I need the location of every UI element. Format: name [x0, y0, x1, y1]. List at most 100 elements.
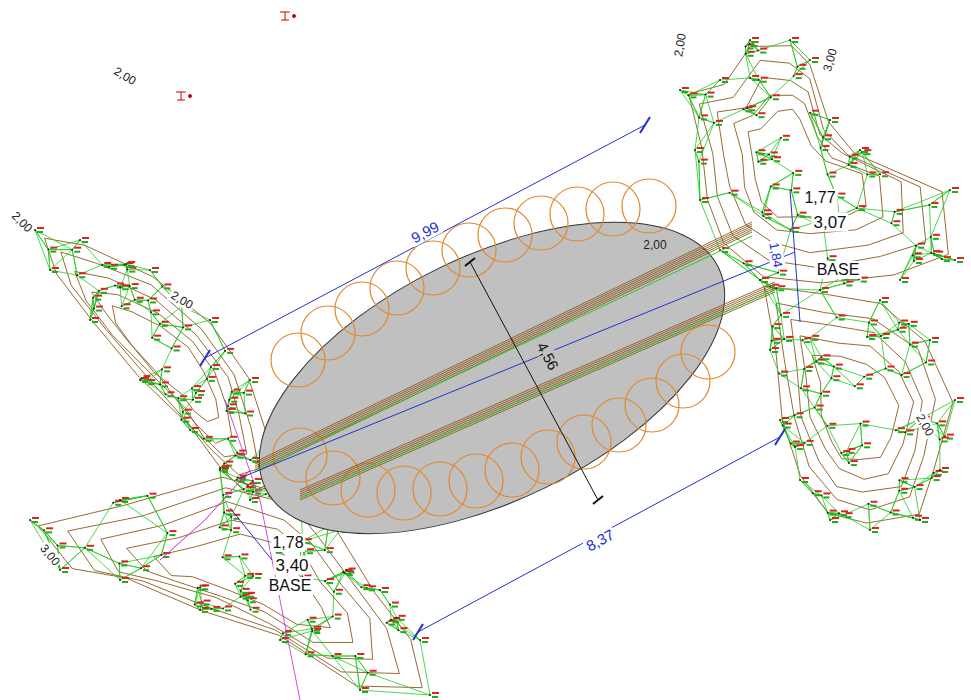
triangulation-line — [60, 548, 85, 570]
triangulation-line — [783, 426, 805, 443]
point-mark — [882, 297, 889, 299]
survey-point — [827, 257, 829, 259]
point-mark — [872, 527, 879, 529]
survey-point — [119, 579, 121, 581]
point-mark — [46, 531, 52, 533]
survey-point — [743, 108, 745, 110]
point-mark — [822, 291, 828, 293]
triangulation-line — [198, 587, 201, 588]
point-mark — [222, 471, 228, 473]
point-mark — [143, 565, 150, 567]
survey-point — [359, 689, 361, 691]
survey-point — [223, 512, 225, 514]
survey-point — [827, 512, 829, 514]
point-mark — [846, 512, 853, 514]
point-mark — [947, 434, 954, 436]
survey-point — [324, 580, 326, 582]
triangulation-line — [867, 174, 880, 175]
point-mark — [111, 264, 118, 266]
survey-point — [912, 517, 914, 519]
point-mark — [793, 187, 800, 189]
bridge-edge — [255, 230, 752, 470]
triangulation-line — [135, 300, 151, 313]
point-mark — [153, 313, 159, 315]
survey-point — [809, 112, 811, 114]
triangulation-line — [325, 530, 340, 550]
triangulation-line — [228, 439, 235, 456]
triangulation-line — [830, 513, 839, 520]
triangulation-line — [151, 312, 160, 323]
point-mark — [252, 501, 258, 503]
triangulation-line — [773, 315, 781, 326]
point-mark — [357, 653, 364, 655]
triangulation-line — [35, 230, 50, 270]
triangulation-line — [135, 299, 148, 301]
bridge-edge — [255, 224, 752, 464]
point-mark — [774, 160, 780, 162]
point-mark — [931, 202, 938, 204]
survey-point — [849, 156, 851, 158]
survey-point — [160, 554, 162, 556]
survey-point — [912, 254, 914, 256]
survey-point — [250, 609, 252, 611]
point-mark — [101, 292, 107, 294]
point-mark — [195, 397, 202, 399]
survey-point — [803, 368, 805, 370]
survey-point — [898, 322, 900, 324]
triangulation-line — [909, 324, 910, 345]
point-mark — [812, 57, 819, 59]
point-mark — [164, 283, 171, 285]
point-mark — [96, 310, 102, 312]
point-mark — [907, 429, 914, 431]
point-mark — [250, 601, 256, 603]
point-mark — [180, 399, 186, 401]
point-mark — [812, 114, 818, 116]
point-mark — [233, 531, 239, 533]
point-mark — [765, 213, 772, 215]
triangulation-line — [305, 550, 325, 551]
point-mark — [778, 285, 785, 287]
point-mark — [817, 405, 824, 407]
triangulation-line — [235, 453, 237, 456]
point-mark — [911, 325, 917, 327]
survey-point — [199, 609, 201, 611]
bridge-edge — [255, 236, 752, 470]
survey-point — [768, 153, 770, 155]
triangulation-line — [72, 250, 77, 276]
survey-point — [161, 285, 163, 287]
triangulation-line — [794, 60, 810, 76]
triangulation-line — [749, 40, 750, 44]
triangulation-line — [827, 426, 841, 453]
triangulation-line — [161, 533, 167, 555]
triangulation-line — [820, 290, 837, 318]
point-mark — [944, 260, 950, 262]
point-mark — [812, 61, 818, 63]
point-mark — [682, 87, 689, 89]
triangulation-line — [770, 339, 784, 350]
triangulation-line — [926, 340, 930, 363]
point-mark — [400, 631, 406, 633]
point-mark — [797, 412, 804, 414]
point-mark — [843, 454, 849, 456]
triangulation-line — [160, 324, 183, 328]
survey-point — [119, 499, 121, 501]
point-mark — [864, 149, 871, 151]
triangulation-line — [795, 408, 815, 416]
point-mark — [900, 327, 907, 329]
triangulation-line — [770, 350, 779, 374]
triangulation-line — [827, 424, 860, 426]
point-mark — [285, 634, 291, 636]
triangulation-line — [795, 408, 815, 416]
triangulation-line — [820, 120, 830, 148]
survey-point — [745, 53, 747, 55]
point-mark — [761, 81, 767, 83]
triangulation-line — [688, 95, 699, 117]
triangulation-line — [253, 492, 266, 495]
point-mark — [786, 336, 793, 338]
survey-point — [901, 374, 903, 376]
triangulation-line — [700, 193, 730, 200]
triangulation-line — [224, 456, 235, 464]
triangulation-line — [902, 363, 927, 376]
triangulation-line — [220, 470, 238, 478]
